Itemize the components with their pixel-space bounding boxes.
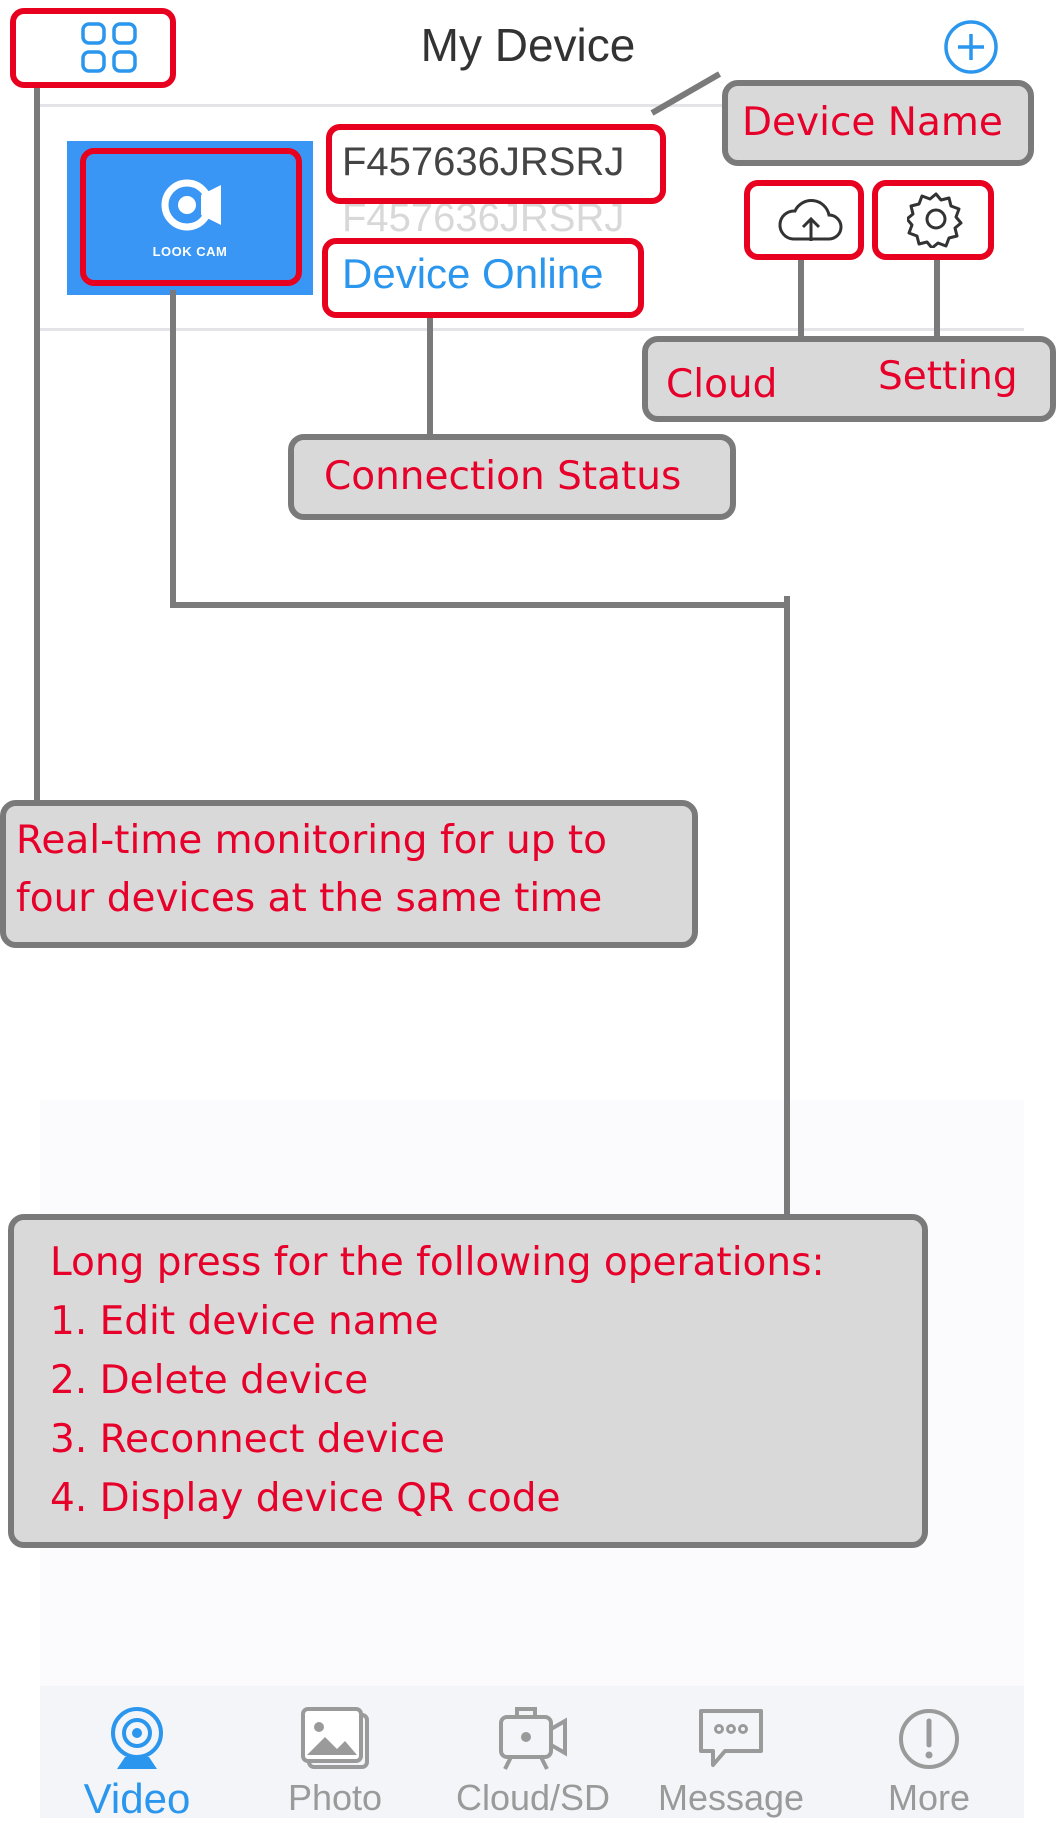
tab-more[interactable]: More [829,1705,1029,1818]
settings-button[interactable] [896,186,976,252]
callout-text: Device Name [742,100,1003,145]
callout-text-cloud: Cloud [666,362,778,407]
connector-line [934,256,940,340]
message-icon [699,1709,763,1767]
callout-text-line: four devices at the same time [16,876,603,921]
tab-label: Cloud/SD [455,1777,611,1818]
highlight-setting [872,180,994,260]
connector-line [798,256,804,340]
callout-text-line: 3. Reconnect device [50,1417,445,1462]
connector-line [170,602,790,608]
device-row-divider [40,328,1024,331]
callout-text-line: 4. Display device QR code [50,1476,561,1521]
cloud-upload-icon [778,199,843,241]
highlight-thumbnail [80,148,302,286]
exclamation-icon [899,1709,959,1769]
plus-circle-icon [944,20,998,74]
tab-label: Video [83,1775,191,1822]
tab-message[interactable]: Message [631,1705,831,1818]
callout-text-line: 2. Delete device [50,1358,369,1403]
connector-line [784,596,790,1220]
tab-label: Message [657,1777,805,1818]
gear-icon [907,192,963,248]
callout-text-line: 1. Edit device name [50,1299,439,1344]
callout-long-press: Long press for the following operations:… [8,1214,928,1548]
brand-label: LOOK CAM [152,244,228,259]
cloud-camera-icon [499,1707,567,1770]
tab-video[interactable]: Video [37,1705,237,1822]
highlight-cloud [744,180,864,260]
connector-line [34,82,40,804]
highlight-device-name [326,124,666,204]
page-title: My Device [420,19,636,71]
device-thumbnail[interactable]: LOOK CAM [67,141,313,295]
multi-view-button[interactable] [74,18,144,78]
lookcam-logo-icon [161,179,221,231]
tab-photo[interactable]: Photo [235,1705,435,1818]
callout-text-setting: Setting [878,354,1018,399]
callout-text-line: Long press for the following operations: [50,1240,825,1285]
grid-icon [81,22,137,73]
device-status: Device Online [342,250,604,297]
device-name: F457636JRSRJ [342,140,625,184]
highlight-device-status [322,238,644,318]
tab-label: More [887,1777,971,1818]
header-divider [40,104,1024,107]
webcam-icon [111,1707,163,1769]
callout-text: Connection Status [324,454,682,499]
highlight-multi-view [10,8,176,88]
photo-icon [301,1707,369,1769]
connector-line [427,312,433,436]
callout-multi-view: Real-time monitoring for up to four devi… [0,800,698,948]
callout-connection-status: Connection Status [288,434,736,520]
connector-line [650,71,722,116]
callout-cloud-setting: Cloud Setting [642,336,1056,422]
tab-cloud-sd[interactable]: Cloud/SD [433,1705,633,1818]
tab-label: Photo [287,1777,383,1818]
callout-text-line: Real-time monitoring for up to [16,818,607,863]
callout-device-name: Device Name [722,80,1034,166]
connector-line [170,290,176,608]
add-device-button[interactable] [936,16,1006,78]
cloud-button[interactable] [770,190,850,252]
